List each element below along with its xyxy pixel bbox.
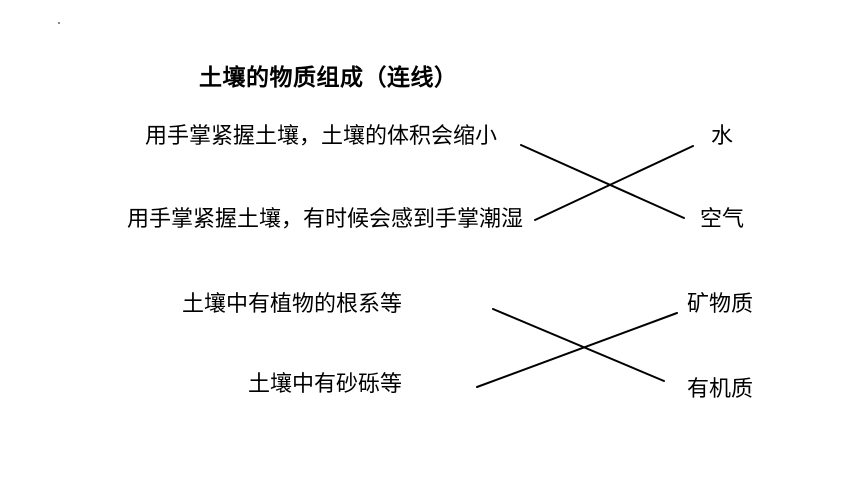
page-title: 土壤的物质组成（连线） [199,65,458,91]
statement-volume-shrinks: 用手掌紧握土壤，土壤的体积会缩小 [144,124,497,149]
statement-plant-roots: 土壤中有植物的根系等 [181,292,402,317]
answer-water: 水 [711,124,734,149]
connection-line-damp-to-water [534,145,694,221]
answer-organic-matter: 有机质 [687,377,754,402]
statement-palm-damp: 用手掌紧握土壤，有时候会感到手掌潮湿 [126,207,523,232]
answer-minerals: 矿物质 [687,292,754,317]
statement-gravel: 土壤中有砂砾等 [247,372,402,397]
connection-line-roots-to-organic [492,308,665,382]
answer-air: 空气 [700,207,745,232]
corner-dot [58,22,60,24]
connection-line-gravel-to-minerals [476,312,678,388]
connection-line-volume-to-air [520,144,685,219]
